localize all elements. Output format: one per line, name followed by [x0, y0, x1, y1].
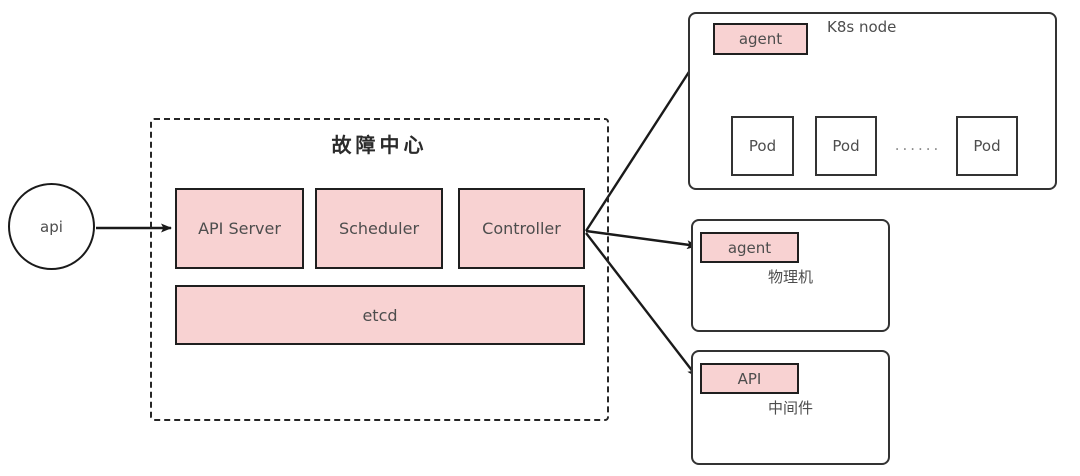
etcd-label: etcd: [362, 305, 398, 325]
middleware-group-label: 中间件: [767, 399, 813, 417]
api-entry-label: api: [40, 217, 63, 236]
pod-box-2[interactable]: Pod: [815, 116, 877, 176]
api-entry-node[interactable]: api: [8, 183, 95, 270]
pod-box-1[interactable]: Pod: [731, 116, 794, 176]
fault-center-title: 故障中心: [331, 133, 428, 157]
api-server-label: API Server: [198, 219, 281, 238]
scheduler-box[interactable]: Scheduler: [315, 188, 443, 269]
middleware-api-label: API: [737, 369, 762, 388]
middleware-api-box[interactable]: API: [700, 363, 799, 394]
k8s-agent-label: agent: [738, 30, 783, 48]
api-server-box[interactable]: API Server: [175, 188, 304, 269]
scheduler-label: Scheduler: [338, 219, 420, 238]
etcd-box[interactable]: etcd: [175, 285, 585, 345]
fault-center-boundary: [150, 118, 609, 421]
controller-label: Controller: [482, 219, 561, 238]
pod-label-1: Pod: [748, 137, 777, 155]
k8s-node-group-label: K8s node: [827, 18, 897, 36]
k8s-agent-box[interactable]: agent: [713, 23, 808, 55]
physical-machine-agent-box[interactable]: agent: [700, 232, 799, 263]
pod-box-3[interactable]: Pod: [956, 116, 1018, 176]
physical-machine-group-label: 物理机: [767, 268, 813, 286]
pod-ellipsis: ......: [894, 136, 942, 154]
controller-box[interactable]: Controller: [458, 188, 585, 269]
pod-label-3: Pod: [973, 137, 1001, 155]
pod-label-2: Pod: [832, 137, 860, 155]
physical-machine-agent-label: agent: [727, 238, 772, 257]
